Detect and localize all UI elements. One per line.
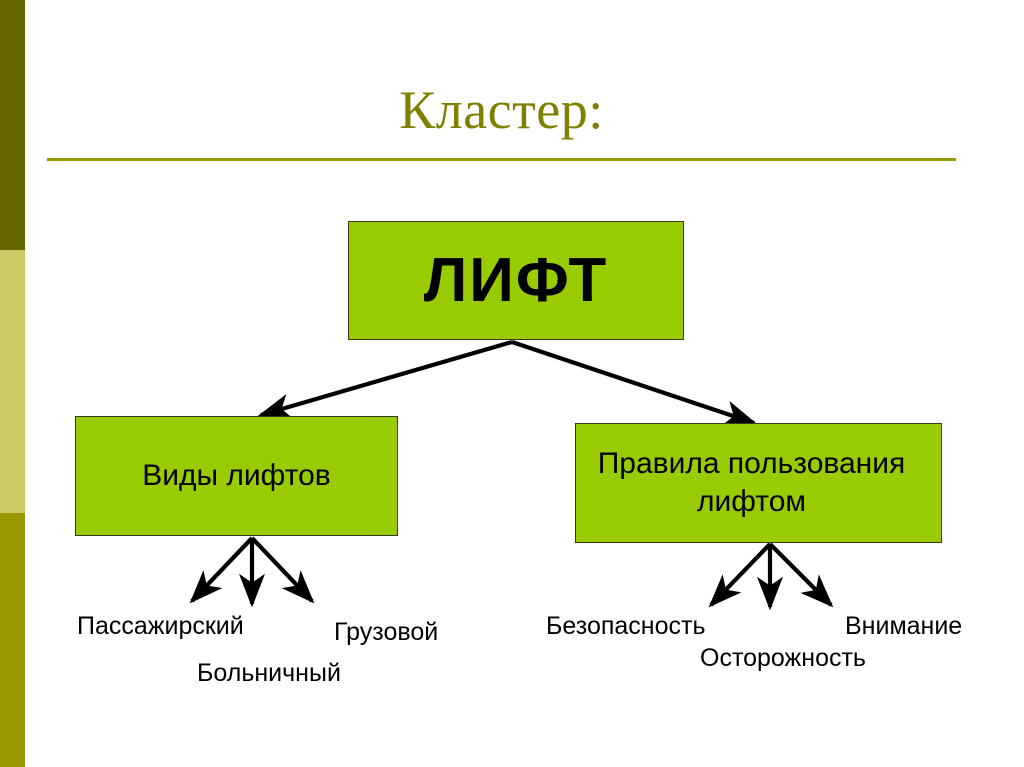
title-divider-rule <box>47 158 956 161</box>
node-branch-usage-rules-label: Правила пользования лифтом <box>597 447 906 518</box>
node-branch-elevator-types-label: Виды лифтов <box>142 459 331 492</box>
leaf-label-attention: Внимание <box>845 612 963 640</box>
sidebar-band-middle <box>0 250 25 513</box>
sidebar-band-top <box>0 0 25 250</box>
leaf-label-caution: Осторожность <box>700 644 866 672</box>
leaf-label-passenger: Пассажирский <box>77 612 244 640</box>
leaf-label-freight: Грузовой <box>334 618 439 646</box>
leaf-label-hospital: Больничный <box>197 659 341 687</box>
leaf-label-safety: Безопасность <box>546 612 706 640</box>
node-branch-elevator-types[interactable]: Виды лифтов <box>75 416 398 536</box>
slide-title: Кластер: <box>399 80 604 140</box>
node-root[interactable]: ЛИФТ <box>348 221 684 340</box>
node-branch-usage-rules[interactable]: Правила пользования лифтом <box>575 423 942 543</box>
node-root-label: ЛИФТ <box>423 246 609 315</box>
decorative-sidebar <box>0 0 25 767</box>
sidebar-band-bottom <box>0 513 25 767</box>
